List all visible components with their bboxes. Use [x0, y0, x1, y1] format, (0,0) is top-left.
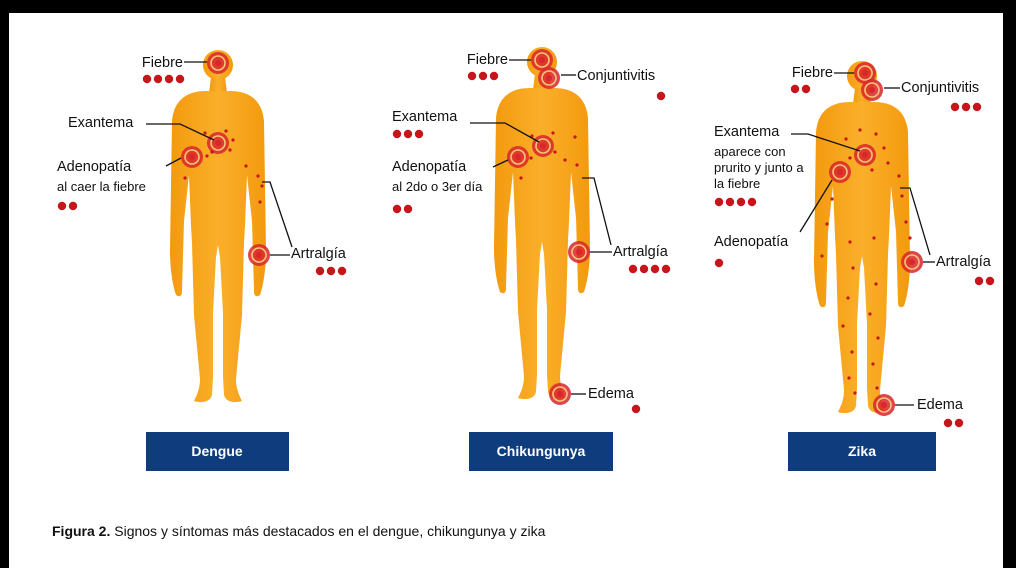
joint-pain-marker [901, 251, 923, 273]
rash-marker [854, 144, 876, 166]
severity-dots-fiebre [143, 75, 184, 83]
severity-dots-artralgia [316, 267, 346, 275]
symptom-label-adenopatia: Adenopatía [57, 159, 132, 175]
symptom-label-exantema: Exantema [714, 124, 780, 140]
severity-dots-exantema [393, 130, 423, 138]
lymph-node-marker [181, 146, 203, 168]
symptom-label-artralgia: Artralgía [936, 254, 992, 270]
human-figure-zika [814, 61, 910, 413]
symptom-label-artralgia: Artralgía [613, 244, 669, 260]
panel-dengue: Dengue Fiebre Exantema Adenopatía al cae… [57, 50, 347, 471]
symptom-note-exantema-3: la fiebre [714, 176, 760, 191]
severity-dots-fiebre [791, 85, 810, 93]
panel-chikungunya: Chikungunya Fiebre Conjuntivitis Exantem… [392, 47, 670, 471]
rash-marker [532, 135, 554, 157]
rash-marker [207, 132, 229, 154]
lymph-node-marker [829, 161, 851, 183]
edema-marker [873, 394, 895, 416]
panel-title: Dengue [191, 443, 243, 459]
conjunctivitis-marker [538, 67, 560, 89]
symptom-label-exantema: Exantema [392, 109, 458, 125]
figure-caption-text: Signos y síntomas más destacados en el d… [110, 523, 545, 539]
symptom-label-exantema: Exantema [68, 115, 134, 131]
severity-dots-artralgia [975, 277, 994, 285]
severity-dots-exantema [715, 198, 756, 206]
symptom-label-edema: Edema [588, 386, 635, 402]
edema-marker [549, 383, 571, 405]
severity-dots-adenopatia [715, 259, 723, 267]
fever-marker [207, 52, 229, 74]
symptom-label-adenopatia: Adenopatía [392, 159, 467, 175]
severity-dots-artralgia [629, 265, 670, 273]
severity-dots-conjuntivitis [657, 92, 665, 100]
panel-title: Chikungunya [497, 443, 586, 459]
severity-dots-adenopatia [393, 205, 412, 213]
conjunctivitis-marker [861, 79, 883, 101]
severity-dots-edema [632, 405, 640, 413]
lymph-node-marker [507, 146, 529, 168]
figure-caption-label: Figura 2. [52, 523, 110, 539]
joint-pain-marker [248, 244, 270, 266]
symptom-label-conjuntivitis: Conjuntivitis [577, 68, 655, 84]
joint-pain-marker [568, 241, 590, 263]
panel-title: Zika [848, 443, 876, 459]
severity-dots-adenopatia [58, 202, 77, 210]
symptom-label-fiebre: Fiebre [792, 65, 833, 81]
symptom-note-exantema-2: prurito y junto a [714, 160, 804, 175]
symptom-label-conjuntivitis: Conjuntivitis [901, 80, 979, 96]
symptom-note-exantema-1: aparece con [714, 144, 786, 159]
severity-dots-fiebre [468, 72, 498, 80]
figure-caption: Figura 2. Signos y síntomas más destacad… [52, 523, 545, 539]
symptom-note-adenopatia: al caer la fiebre [57, 179, 146, 194]
severity-dots-edema [944, 419, 963, 427]
symptom-label-artralgia: Artralgía [291, 246, 347, 262]
severity-dots-conjuntivitis [951, 103, 981, 111]
symptom-label-adenopatia: Adenopatía [714, 234, 789, 250]
symptom-label-fiebre: Fiebre [467, 52, 508, 68]
symptom-note-adenopatia: al 2do o 3er día [392, 179, 483, 194]
human-figure-dengue [170, 50, 266, 402]
symptom-label-fiebre: Fiebre [142, 55, 183, 71]
symptom-label-edema: Edema [917, 397, 964, 413]
human-figure-chikungunya [494, 47, 590, 399]
panel-zika: Zika Fiebre Conjunti [714, 61, 994, 471]
